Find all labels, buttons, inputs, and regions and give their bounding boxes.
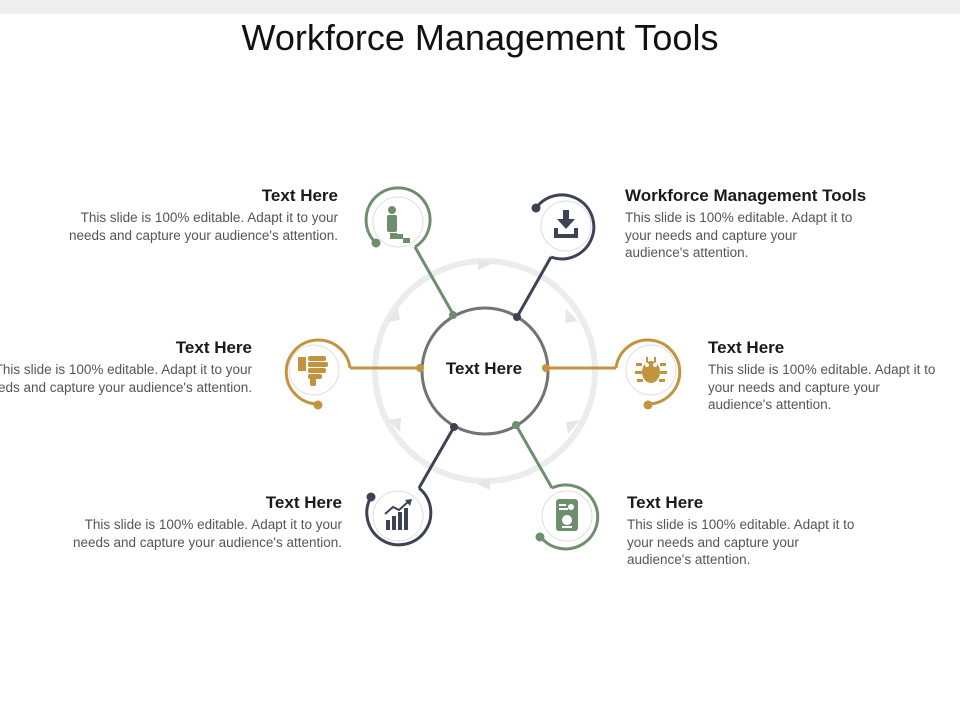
id-badge-icon: [556, 499, 578, 531]
block-heading: Text Here: [627, 493, 704, 512]
text-block-top-left: Text Here This slide is 100% editable. A…: [48, 185, 338, 244]
block-text: This slide is 100% editable. Adapt it to…: [72, 517, 342, 550]
node-bottom-right: [535, 483, 600, 551]
block-text: This slide is 100% editable. Adapt it to…: [708, 362, 936, 412]
block-text: This slide is 100% editable. Adapt it to…: [0, 362, 252, 395]
text-block-top-right: Workforce Management Tools This slide is…: [625, 185, 905, 262]
cycle-ring: [372, 258, 598, 490]
text-block-mid-right: Text Here This slide is 100% editable. A…: [708, 337, 938, 414]
node-top-left: [364, 186, 432, 249]
block-text: This slide is 100% editable. Adapt it to…: [625, 210, 853, 260]
node-mid-right: [614, 338, 682, 410]
block-heading: Workforce Management Tools: [625, 186, 867, 205]
bug-icon: [635, 357, 667, 383]
growth-chart-icon: [384, 499, 412, 530]
block-heading: Text Here: [175, 338, 252, 357]
node-bottom-left: [365, 486, 433, 547]
node-mid-left: [284, 338, 352, 410]
page-title: Workforce Management Tools: [241, 17, 719, 58]
center-dots: [416, 311, 550, 431]
worker-stairs-icon: [387, 206, 410, 243]
center-label: Text Here: [445, 359, 523, 378]
text-block-bottom-right: Text Here This slide is 100% editable. A…: [627, 492, 857, 569]
block-text: This slide is 100% editable. Adapt it to…: [627, 517, 855, 567]
block-heading: Text Here: [265, 493, 342, 512]
text-block-bottom-left: Text Here This slide is 100% editable. A…: [52, 492, 342, 551]
node-top-right: [531, 193, 596, 261]
block-text: This slide is 100% editable. Adapt it to…: [68, 210, 338, 243]
text-block-mid-left: Text Here This slide is 100% editable. A…: [0, 337, 252, 396]
block-heading: Text Here: [708, 338, 785, 357]
connectors: [350, 246, 616, 489]
download-icon: [554, 210, 578, 238]
thumbs-down-icon: [298, 356, 328, 386]
block-heading: Text Here: [261, 186, 338, 205]
top-bar: [0, 0, 960, 14]
